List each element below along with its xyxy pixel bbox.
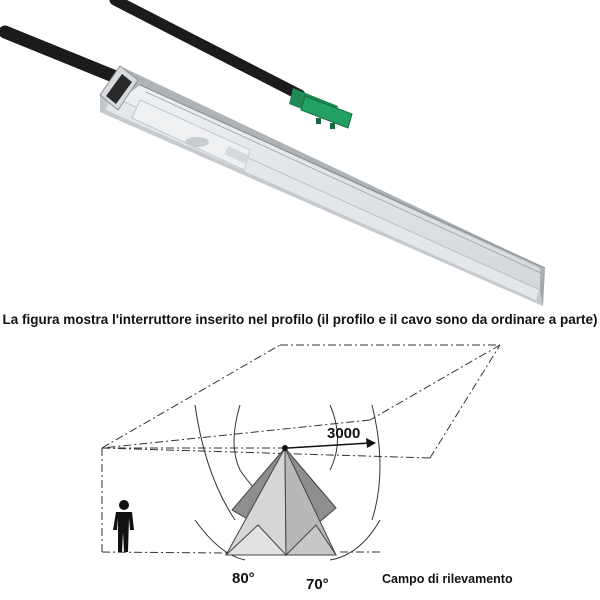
sensor-point bbox=[282, 445, 288, 451]
caption: La figura mostra l'interruttore inserito… bbox=[2, 312, 598, 327]
switch-module bbox=[131, 99, 251, 171]
product-illustration bbox=[0, 0, 546, 306]
field-label: Campo di rilevamento bbox=[382, 572, 513, 586]
cable-back bbox=[109, 0, 306, 101]
person-icon bbox=[113, 500, 134, 552]
angle-left-label: 80° bbox=[232, 570, 255, 587]
distance-label: 3000 bbox=[327, 425, 360, 442]
range-arrow bbox=[287, 442, 371, 449]
cable-front bbox=[0, 25, 135, 89]
room-outline bbox=[101, 344, 501, 554]
sensor-lens bbox=[185, 137, 209, 147]
green-connector bbox=[289, 88, 353, 129]
angle-right-label: 70° bbox=[306, 576, 329, 593]
detection-cones bbox=[224, 446, 337, 557]
aluminium-profile bbox=[99, 65, 546, 306]
detection-field-diagram: 3000 80° 70° Campo di rilevamento bbox=[101, 344, 513, 593]
